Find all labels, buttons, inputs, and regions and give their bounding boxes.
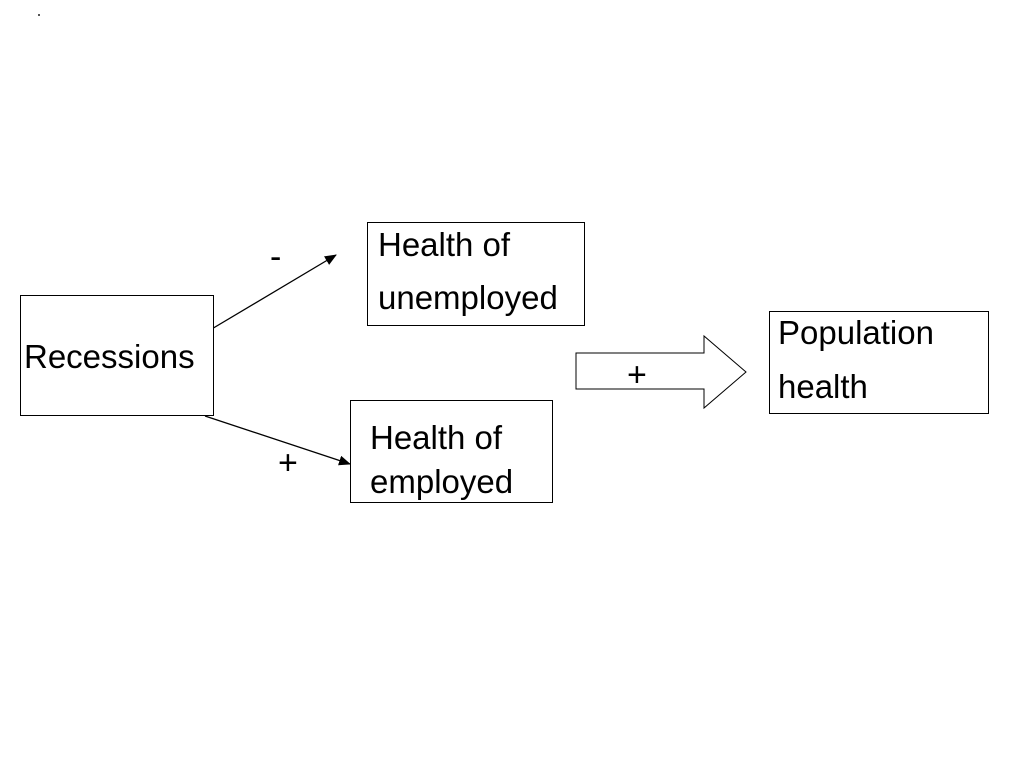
stray-dot xyxy=(38,14,40,16)
node-health-of-employed-line2: employed xyxy=(370,463,514,500)
node-population-health: Population health xyxy=(769,311,989,414)
edge-sign-positive-population: + xyxy=(627,356,647,394)
node-recessions-label: Recessions xyxy=(24,338,195,375)
edge-sign-negative: - xyxy=(270,238,282,276)
node-population-health-line2: health xyxy=(778,368,868,405)
node-population-health-line1: Population xyxy=(778,314,934,351)
node-health-of-unemployed-line1: Health of xyxy=(378,226,511,263)
node-health-of-unemployed: Health of unemployed xyxy=(367,222,585,326)
edge-sign-positive-employed: + xyxy=(278,444,298,482)
node-health-of-employed-line1: Health of xyxy=(370,419,503,456)
block-arrow-to-population xyxy=(575,334,747,410)
node-recessions: Recessions xyxy=(20,295,214,416)
node-health-of-unemployed-line2: unemployed xyxy=(378,279,558,316)
arrow-recessions-to-unemployed xyxy=(204,254,337,334)
arrow-recessions-to-employed xyxy=(204,415,351,466)
node-health-of-employed: Health of employed xyxy=(350,400,553,503)
